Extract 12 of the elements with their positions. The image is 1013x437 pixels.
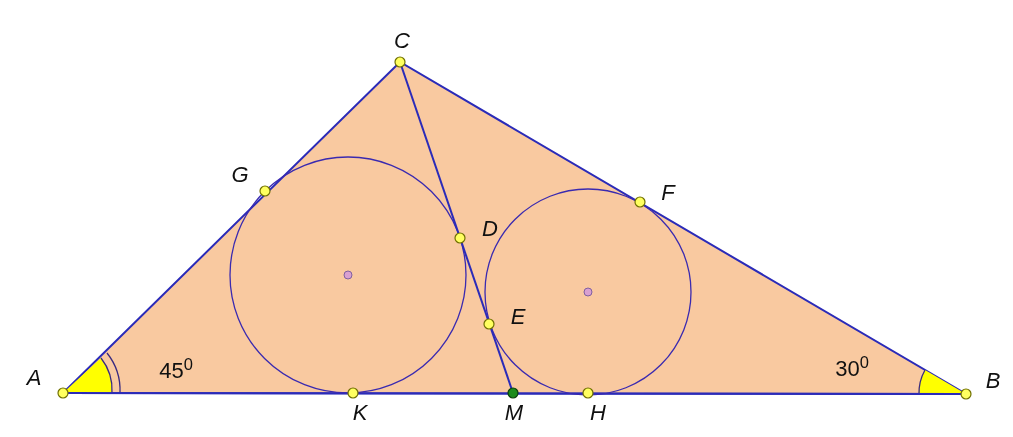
point-label: M: [504, 398, 524, 427]
point-label: C: [394, 26, 410, 55]
point-label: K: [352, 398, 368, 427]
point-label: F: [661, 178, 675, 207]
angle-label: 30$^{0}$: [835, 351, 869, 383]
point-label: G: [231, 160, 249, 189]
point-label: H: [590, 398, 606, 427]
angle-label: 45$^{0}$: [159, 353, 193, 385]
point-label: E: [510, 302, 526, 331]
point-label: B: [985, 366, 1001, 395]
point-label: D: [482, 214, 498, 243]
point-label: A: [26, 363, 42, 392]
